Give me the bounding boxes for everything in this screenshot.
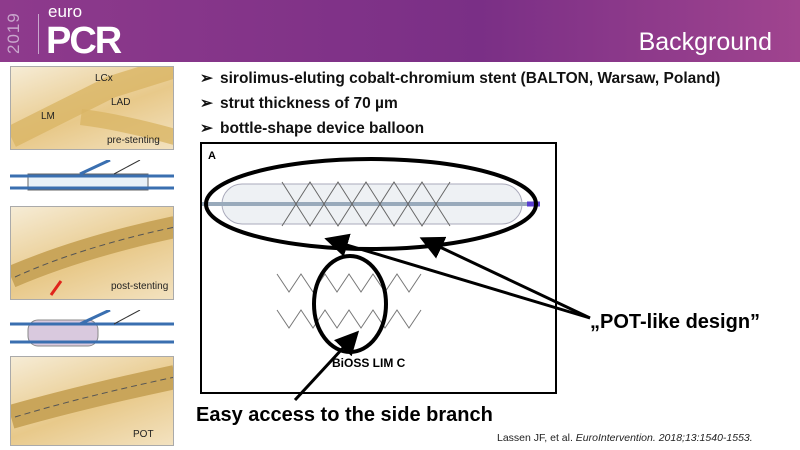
bullet-text: sirolimus-eluting cobalt-chromium stent … — [220, 70, 721, 87]
pot-vessel-illustration — [11, 365, 173, 429]
arrow-bullet-icon: ➢ — [200, 70, 213, 87]
device-label: BiOSS LIM C — [332, 356, 406, 370]
stent-photo — [202, 157, 540, 354]
bullet-item: ➢ strut thickness of 70 µm — [200, 91, 720, 116]
bullet-text: strut thickness of 70 µm — [220, 95, 398, 112]
pre-stenting-image: LCx LAD LM pre-stenting — [10, 66, 174, 150]
balloon-diagram-2 — [10, 310, 174, 347]
arrow-bullet-icon: ➢ — [200, 95, 213, 112]
pot-image: POT — [10, 356, 174, 446]
side-branch-callout: Easy access to the side branch — [196, 404, 493, 426]
vessel-illustration — [11, 67, 173, 147]
arrow-bullet-icon: ➢ — [200, 120, 213, 137]
logo-euro: euro — [48, 2, 83, 21]
bullet-item: ➢ sirolimus-eluting cobalt-chromium stent… — [200, 66, 720, 91]
label-lm: LM — [41, 111, 55, 122]
ref-journal: EuroIntervention. — [575, 432, 656, 444]
label-lad: LAD — [111, 97, 131, 108]
logo-pcr: PCR — [46, 20, 122, 62]
stented-vessel-illustration — [11, 216, 173, 296]
panel-label: A — [208, 150, 216, 162]
bullet-text: bottle-shape device balloon — [220, 120, 425, 137]
ref-authors: Lassen JF, et al. — [497, 432, 573, 444]
post-stenting-image: post-stenting — [10, 206, 174, 300]
label-post-stenting: post-stenting — [111, 281, 169, 292]
bullet-item: ➢ bottle-shape device balloon — [200, 116, 720, 141]
label-lcx: LCx — [95, 73, 113, 84]
pot-like-design-callout: „POT-like design” — [590, 311, 761, 333]
header-banner: 2019 euro PCR Background — [0, 0, 800, 62]
label-pot: POT — [133, 429, 154, 440]
bullet-list: ➢ sirolimus-eluting cobalt-chromium stent… — [200, 66, 720, 141]
ref-citation: 2018;13:1540-1553. — [658, 432, 753, 444]
reference: Lassen JF, et al. EuroIntervention. 2018… — [497, 432, 753, 445]
balloon-diagram-1 — [10, 160, 174, 191]
stent-figure: A BiOSS LIM C — [200, 142, 557, 394]
slide-title: Background — [638, 28, 772, 56]
label-pre-stenting: pre-stenting — [107, 135, 160, 146]
logo-divider — [38, 14, 39, 54]
